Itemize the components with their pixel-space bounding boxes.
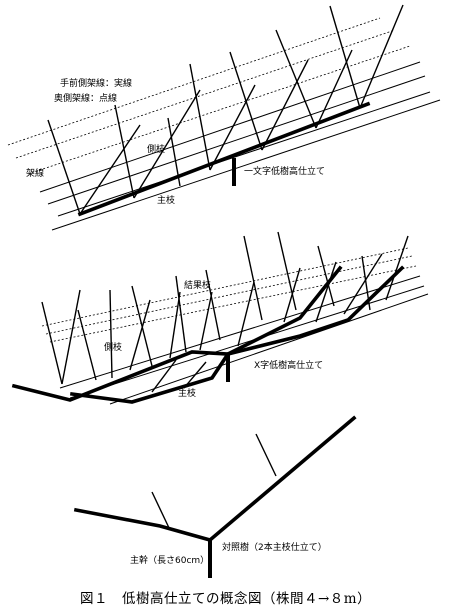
- diagram-ichimonji: 手前側架線：実線 奥側架線：点線 側枝 架線 主枝 一文字低樹高仕立て: [7, 4, 441, 231]
- label-fruit-branch-2: 結果枝: [184, 279, 211, 291]
- diagram-x-shape: 結果枝 側枝 主枝 X字低樹高仕立て: [11, 231, 429, 405]
- label-main-branch-1: 主枝: [157, 194, 175, 206]
- legend-dotted: 奥側架線：点線: [54, 92, 117, 104]
- legend-solid: 手前側架線：実線: [60, 77, 132, 89]
- label-wire-1: 架線: [26, 167, 44, 179]
- diagram-control-tree: 主幹（長さ60cm） 対照樹（2本主枝仕立て）: [73, 415, 357, 578]
- label-side-branch-2: 側枝: [104, 341, 122, 353]
- label-side-branch-1: 側枝: [147, 143, 165, 155]
- label-title-2: X字低樹高仕立て: [254, 359, 323, 371]
- side-branches-1: [47, 4, 404, 215]
- label-title-3: 対照樹（2本主枝仕立て）: [222, 541, 327, 553]
- front-wires: [39, 61, 441, 231]
- figure-caption: 図１ 低樹高仕立ての概念図（株間４→８m）: [80, 590, 371, 607]
- main-branch-1: [77, 101, 371, 217]
- branch-3b: [255, 433, 277, 477]
- side-branches-2: [41, 231, 409, 393]
- label-main-branch-2: 主枝: [178, 387, 196, 399]
- label-title-1: 一文字低樹高仕立て: [244, 165, 325, 177]
- main-branch-3a: [73, 507, 213, 543]
- branch-3a: [151, 491, 171, 531]
- main-branch-2a: [11, 265, 343, 402]
- label-trunk-3: 主幹（長さ60cm）: [130, 554, 209, 566]
- main-branch-3b: [207, 415, 357, 543]
